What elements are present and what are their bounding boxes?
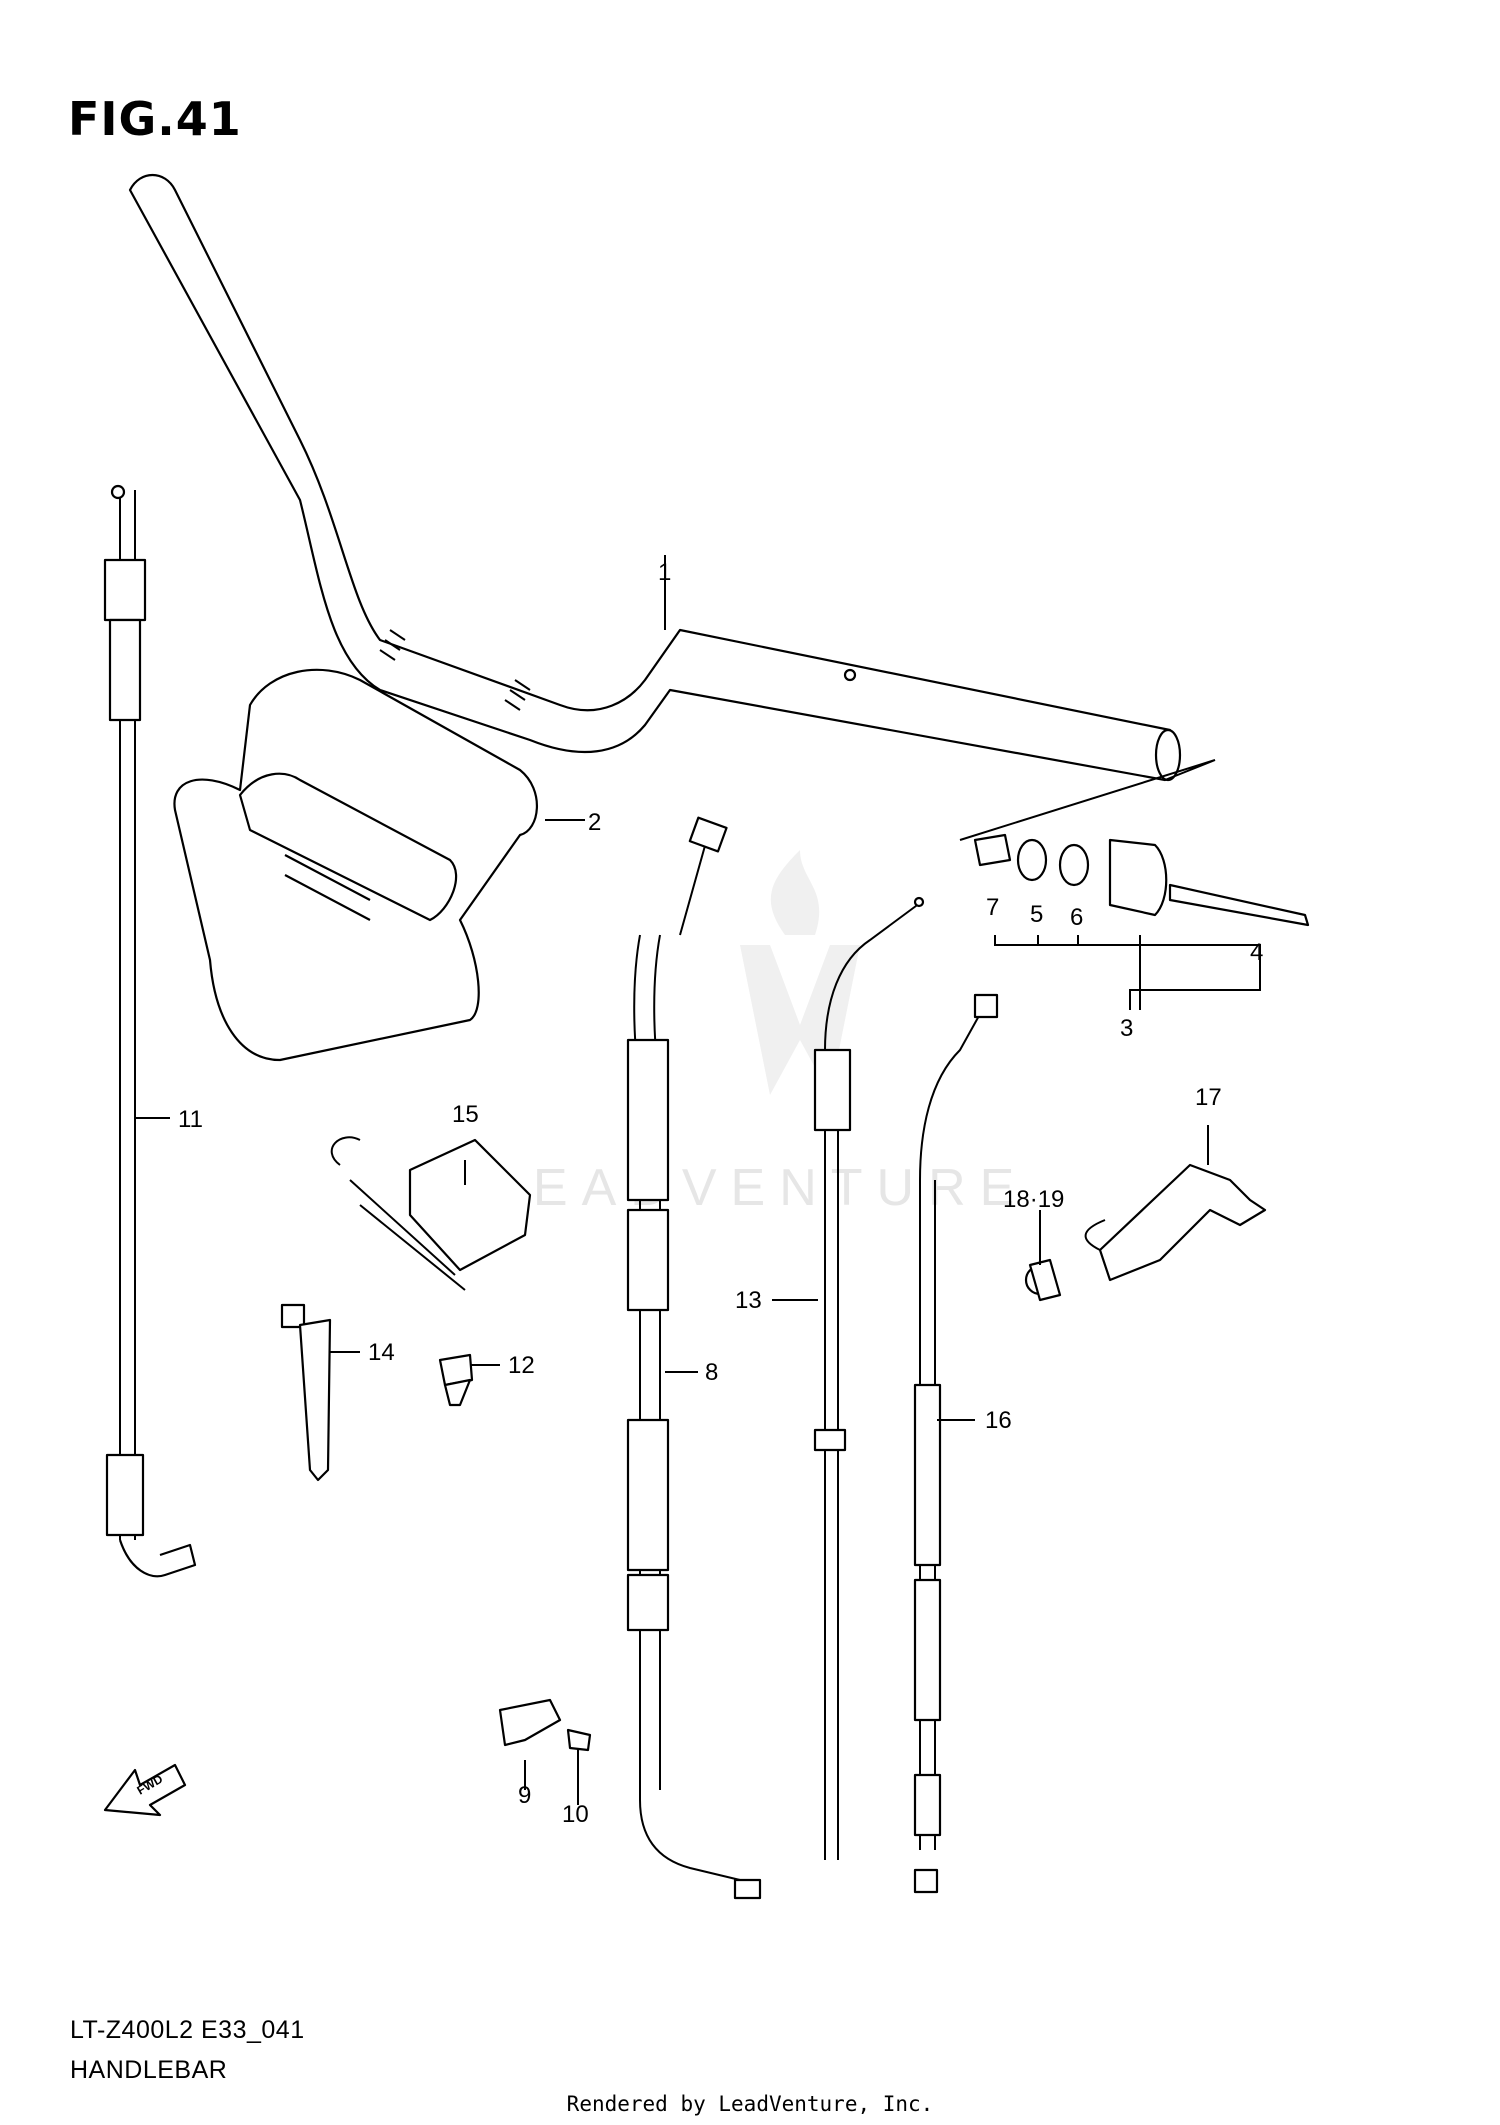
part-cable-16 [913, 993, 999, 1894]
watermark: LEADVENTURE [490, 850, 1028, 1217]
part-handlebar [128, 174, 1216, 841]
callout-8: 8 [705, 1359, 718, 1386]
part-holder-9 [498, 1698, 562, 1747]
watermark-text: LEADVENTURE [490, 1159, 1028, 1217]
part-tie-band-14 [280, 1303, 332, 1482]
part-bolt-10 [566, 1728, 592, 1775]
callout-16: 16 [985, 1407, 1012, 1434]
callout-5: 5 [1030, 901, 1043, 928]
part-clamp-12 [438, 1353, 474, 1407]
callout-15: 15 [452, 1101, 479, 1128]
callout-4: 4 [1250, 939, 1263, 966]
callout-1: 1 [658, 559, 671, 586]
callout-2: 2 [588, 809, 601, 836]
part-bracket-15 [330, 1136, 532, 1291]
figure-title: FIG.41 [68, 92, 242, 146]
part-collar-5 [1016, 838, 1048, 882]
part-collar-6 [1058, 843, 1090, 887]
callout-7: 7 [986, 894, 999, 921]
callout-12: 12 [508, 1352, 535, 1379]
callout-13: 13 [735, 1287, 762, 1314]
part-bolt-4 [1168, 883, 1310, 927]
callout-14: 14 [368, 1339, 395, 1366]
part-handlebar-cover [173, 668, 538, 1062]
model-code: LT-Z400L2 E33_041 [70, 2016, 305, 2044]
part-cable-11 [103, 484, 197, 1578]
callout-17: 17 [1195, 1084, 1222, 1111]
part-cable-13 [813, 896, 925, 1860]
callout-6: 6 [1070, 904, 1083, 931]
part-nut-7 [973, 833, 1012, 867]
rendered-by-credit: Rendered by LeadVenture, Inc. [566, 2092, 934, 2116]
part-bracket-17 [1084, 1163, 1267, 1282]
callout-18-19: 18·19 [1003, 1186, 1064, 1213]
callout-3: 3 [1120, 1015, 1133, 1042]
part-cable-8 [626, 816, 762, 1900]
callout-11: 11 [178, 1106, 203, 1133]
leader-lines [135, 555, 1261, 1805]
fwd-arrow-icon: FWD [103, 1763, 187, 1817]
callout-labels: 1 2 3 4 5 6 7 8 9 10 11 12 13 14 15 16 1… [178, 559, 1263, 1828]
part-balancer-3 [1108, 838, 1168, 917]
part-clamp-18-19 [1024, 1258, 1062, 1302]
callout-9: 9 [518, 1782, 531, 1809]
callout-10: 10 [562, 1801, 589, 1828]
diagram-name: HANDLEBAR [70, 2056, 228, 2084]
